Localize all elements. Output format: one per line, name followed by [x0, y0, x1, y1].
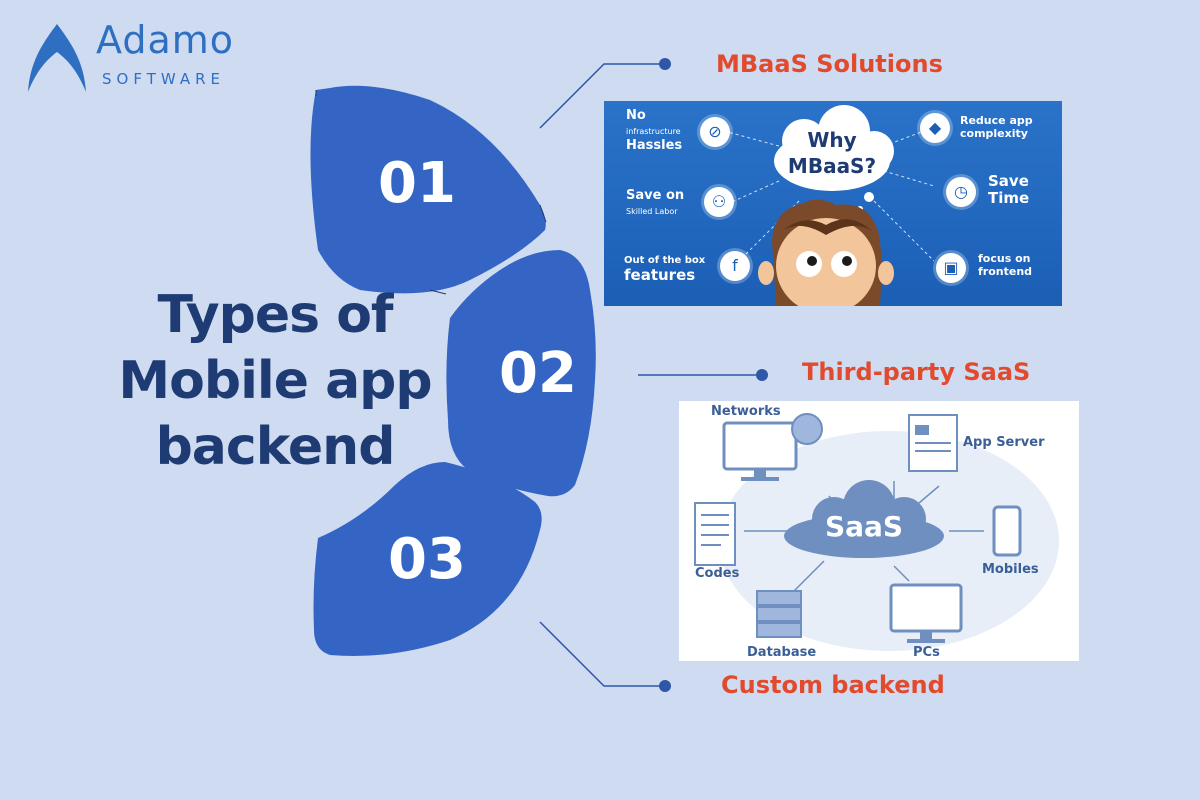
- mbaas-item-save-time: Save Time: [988, 172, 1030, 208]
- mbaas-cloud-line2: MBaaS?: [788, 154, 876, 178]
- saas-node-database: Database: [747, 645, 817, 660]
- mbaas-item-1-line2: Hassles: [626, 137, 683, 153]
- mbaas-item-reduce-complexity: Reduce app complexity: [960, 114, 1033, 140]
- mobile-icon: [992, 505, 1022, 557]
- mbaas-item-skilled-labor: Save on Skilled Labor: [626, 188, 685, 219]
- mbaas-item-no-infrastructure: No infrastructure Hassles: [626, 108, 683, 154]
- mbaas-item-4-line2: complexity: [960, 126, 1028, 140]
- mbaas-item-1-line1: No: [626, 108, 646, 123]
- mbaas-item-6-line2: frontend: [978, 264, 1033, 278]
- saas-node-codes: Codes: [695, 566, 740, 581]
- mbaas-item-3-line2: features: [624, 265, 696, 284]
- segment-01: [310, 85, 546, 294]
- people-icon: ⚇: [704, 187, 734, 217]
- adamo-logo-icon: [28, 24, 86, 92]
- mbaas-item-4-line1: Reduce app: [960, 114, 1033, 127]
- title-line-2: Mobile app: [118, 351, 432, 411]
- pc-monitor-icon: [889, 583, 963, 643]
- saas-node-mobiles: Mobiles: [982, 562, 1039, 577]
- mbaas-item-frontend: focus on frontend: [978, 252, 1033, 278]
- saas-illustration: SaaS: [679, 401, 1079, 661]
- segment-03: [313, 462, 542, 656]
- codes-icon: [694, 502, 736, 566]
- segment-number-01: 01: [378, 151, 456, 216]
- no-infrastructure-icon: ⊘: [700, 117, 730, 147]
- saas-diagram: SaaS: [694, 413, 1059, 651]
- mbaas-item-3-line1: Out of the box: [624, 255, 706, 266]
- cubes-icon: ◆: [920, 113, 950, 143]
- mbaas-item-5-line2: Time: [988, 189, 1030, 208]
- connector-dot-01: [659, 58, 671, 70]
- segment-label-03: Custom backend: [721, 671, 945, 699]
- saas-cloud-icon: [784, 480, 944, 558]
- connector-line-01: [539, 63, 665, 129]
- segment-01-corner-outline: [315, 90, 547, 295]
- mbaas-cloud-line1: Why: [807, 128, 856, 152]
- segment-02: [446, 250, 596, 497]
- segment-number-02: 02: [499, 341, 577, 406]
- mbaas-illustration: Why MBaaS? No infrastructure Hassles ⊘ S…: [604, 101, 1062, 306]
- mbaas-item-2-small: Skilled Labor: [626, 206, 678, 216]
- mbaas-item-6-line1: focus on: [978, 252, 1031, 265]
- mbaas-item-out-of-box: Out of the box features: [624, 255, 705, 284]
- segment-label-01: MBaaS Solutions: [716, 50, 943, 78]
- title-line-3: backend: [155, 417, 396, 477]
- main-title: Types of Mobile app backend: [110, 282, 440, 480]
- mbaas-item-5-line1: Save: [988, 172, 1029, 190]
- clock-icon: ◷: [946, 177, 976, 207]
- mbaas-item-2-line1: Save on: [626, 188, 685, 203]
- mbaas-connector-lines: Why MBaaS?: [723, 105, 935, 306]
- connector-dot-03: [659, 680, 671, 692]
- cartoon-face-icon: [758, 199, 894, 306]
- saas-node-pcs: PCs: [913, 645, 940, 660]
- connector-line-03: [539, 621, 665, 687]
- segment-label-02: Third-party SaaS: [802, 358, 1031, 386]
- database-icon: [756, 590, 802, 638]
- saas-node-app-server: App Server: [963, 435, 1045, 450]
- saas-node-networks: Networks: [711, 404, 781, 419]
- brand-name: Adamo: [96, 18, 234, 62]
- networks-monitor-icon: [722, 413, 823, 481]
- monitor-icon: ▣: [936, 253, 966, 283]
- brand-subtitle: SOFTWARE: [102, 70, 226, 88]
- mbaas-item-1-small: infrastructure: [626, 126, 681, 136]
- segment-number-03: 03: [388, 527, 466, 592]
- social-features-icon: f: [720, 251, 750, 281]
- app-server-icon: [908, 414, 958, 472]
- title-line-1: Types of: [157, 285, 393, 345]
- saas-cloud-label: SaaS: [825, 510, 903, 543]
- connector-dot-02: [756, 369, 768, 381]
- cloud-icon: [774, 105, 894, 212]
